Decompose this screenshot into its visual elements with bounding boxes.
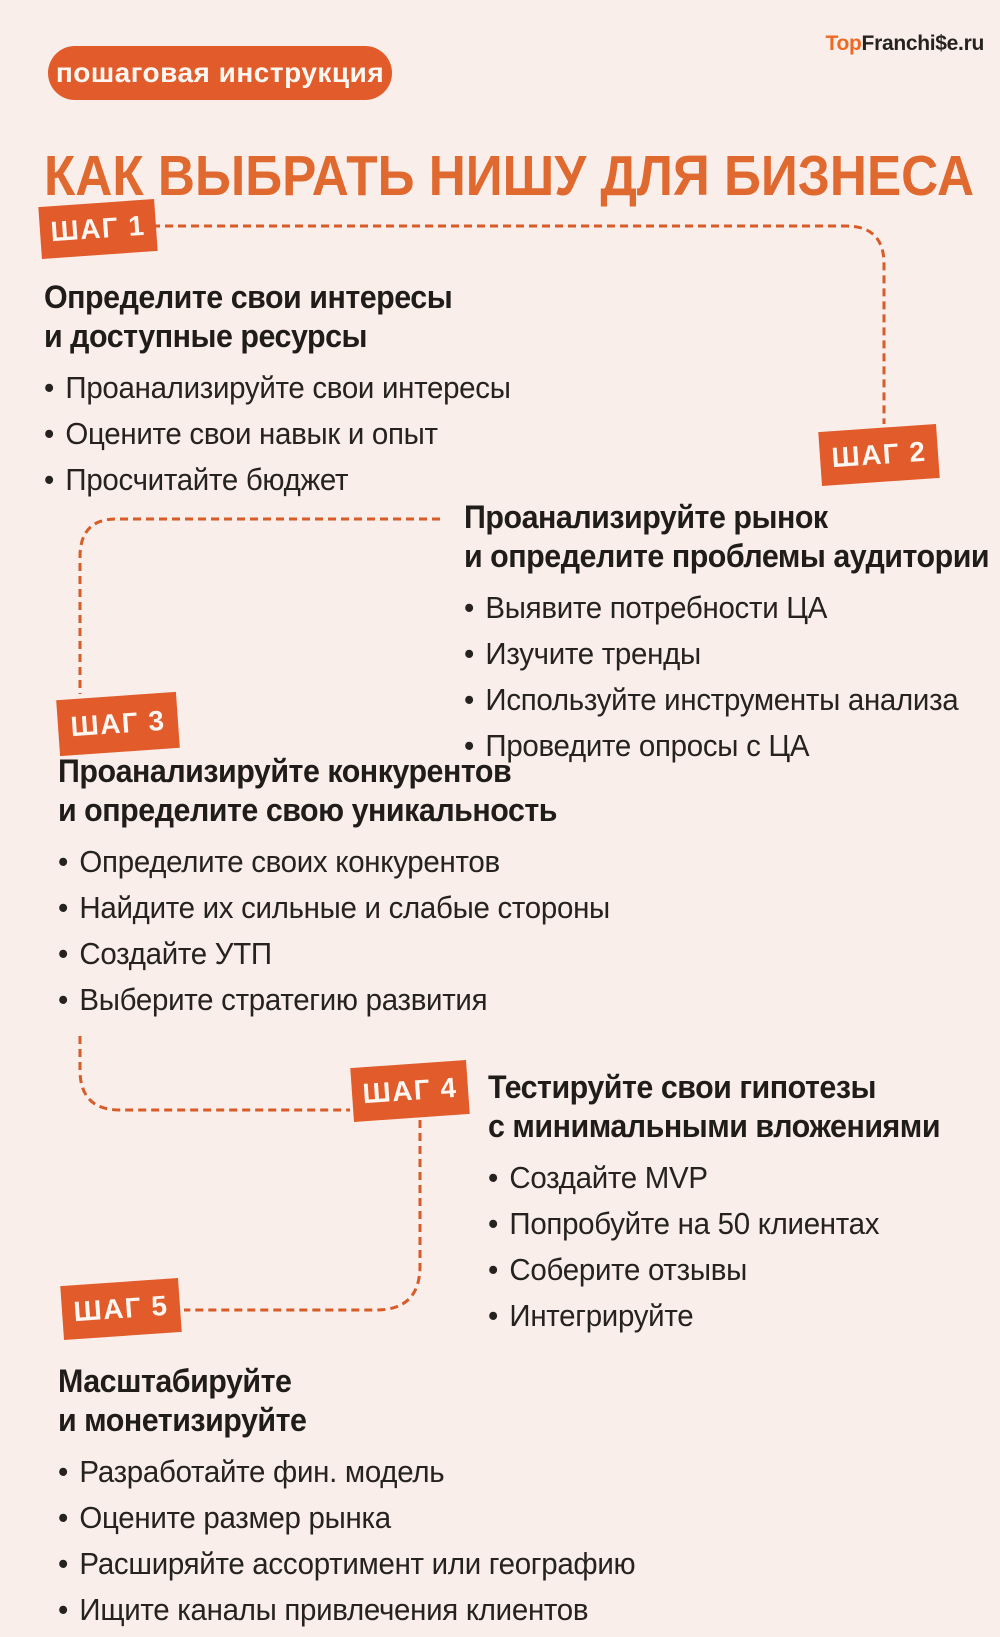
step-3-badge: ШАГ 3 [56, 691, 180, 757]
step-3-bullet-list: • Определите своих конкурентов • Найдите и… [58, 843, 610, 1018]
step-by-step-tag: пошаговая инструкция [48, 46, 392, 100]
step-4-title: Тестируйте свои гипотезы с минимальными … [488, 1068, 941, 1146]
bullet-item: • Оцените свои навык и опыт [44, 415, 511, 452]
bullet-dot: • [488, 1160, 499, 1195]
bullet-text: Создайте MVP [509, 1160, 708, 1195]
bullet-item: • Изучите тренды [464, 635, 989, 672]
bullet-item: • Попробуйте на 50 клиентах [488, 1205, 940, 1242]
bullet-item: • Просчитайте бюджет [44, 461, 511, 498]
connector-step3-step4 [78, 1036, 350, 1112]
bullet-dot: • [488, 1252, 499, 1287]
step-4-bullet-list: • Создайте MVP • Попробуйте на 50 клиентах… [488, 1159, 940, 1334]
brand-logo-top: Top [825, 32, 862, 55]
step-2-title-line2: и определите проблемы аудитории [464, 538, 990, 574]
bullet-text: Изучите тренды [485, 636, 701, 671]
connector-step4-step5 [184, 1120, 422, 1312]
bullet-text: Ищите каналы привлечения клиентов [79, 1592, 589, 1627]
brand-logo-franchise: Franchi$e.ru [861, 32, 985, 55]
step-1-title-line1: Определите свои интересы [44, 279, 453, 315]
step-2-badge: ШАГ 2 [818, 423, 940, 487]
bullet-item: • Найдите их сильные и слабые стороны [58, 889, 610, 926]
bullet-text: Оцените размер рынка [79, 1500, 391, 1535]
bullet-dot: • [488, 1206, 499, 1241]
bullet-item: • Создайте УТП [58, 935, 610, 972]
step-1-title: Определите свои интересы и доступные рес… [44, 278, 511, 356]
step-5-title-line1: Масштабируйте [58, 1363, 292, 1399]
section-step-4: Тестируйте свои гипотезы с минимальными … [488, 1068, 941, 1343]
bullet-dot: • [58, 1592, 69, 1627]
bullet-dot: • [58, 1500, 69, 1535]
bullet-item: • Используйте инструменты анализа [464, 681, 989, 718]
bullet-dot: • [464, 590, 475, 625]
bullet-item: • Соберите отзывы [488, 1251, 940, 1288]
bullet-text: Определите своих конкурентов [79, 844, 500, 879]
connector-step2-step3 [78, 517, 440, 694]
step-5-bullet-list: • Разработайте фин. модель • Оцените разме… [58, 1453, 636, 1628]
bullet-text: Выберите стратегию развития [79, 982, 488, 1017]
bullet-text: Разработайте фин. модель [79, 1454, 445, 1489]
bullet-dot: • [58, 982, 69, 1017]
bullet-item: • Создайте MVP [488, 1159, 940, 1196]
bullet-item: • Оцените размер рынка [58, 1499, 635, 1536]
step-4-badge: ШАГ 4 [350, 1060, 470, 1122]
bullet-dot: • [464, 728, 475, 763]
bullet-dot: • [58, 890, 69, 925]
bullet-item: • Ищите каналы привлечения клиентов [58, 1591, 635, 1628]
bullet-item: • Разработайте фин. модель [58, 1453, 635, 1490]
step-3-title-line1: Проанализируйте конкурентов [58, 753, 512, 789]
step-2-title: Проанализируйте рынок и определите пробл… [464, 498, 990, 576]
bullet-text: Проанализируйте свои интересы [65, 370, 511, 405]
step-5-title: Масштабируйте и монетизируйте [58, 1362, 635, 1440]
bullet-dot: • [464, 636, 475, 671]
section-step-2: Проанализируйте рынок и определите пробл… [464, 498, 990, 773]
step-1-title-line2: и доступные ресурсы [44, 318, 367, 354]
bullet-dot: • [488, 1298, 499, 1333]
step-3-title-line2: и определите свою уникальность [58, 792, 558, 828]
step-4-title-line1: Тестируйте свои гипотезы [488, 1069, 876, 1105]
bullet-dot: • [58, 1546, 69, 1581]
bullet-text: Соберите отзывы [509, 1252, 747, 1287]
brand-logo: TopFranchi$e.ru [825, 32, 985, 56]
bullet-dot: • [44, 462, 55, 497]
bullet-item: • Расширяйте ассортимент или географию [58, 1545, 636, 1582]
bullet-item: • Интегрируйте [488, 1297, 940, 1334]
bullet-text: Интегрируйте [509, 1298, 694, 1333]
section-step-1: Определите свои интересы и доступные рес… [44, 278, 511, 507]
bullet-item: • Проанализируйте свои интересы [44, 369, 511, 406]
bullet-dot: • [58, 1454, 69, 1489]
page-title: КАК ВЫБРАТЬ НИШУ ДЛЯ БИЗНЕСА [44, 144, 974, 209]
bullet-dot: • [464, 682, 475, 717]
bullet-text: Проведите опросы с ЦА [485, 728, 810, 763]
bullet-text: Оцените свои навык и опыт [65, 416, 438, 451]
bullet-text: Найдите их сильные и слабые стороны [79, 890, 610, 925]
section-step-3: Проанализируйте конкурентов и определите… [58, 752, 610, 1027]
bullet-text: Выявите потребности ЦА [485, 590, 828, 625]
bullet-text: Попробуйте на 50 клиентах [509, 1206, 880, 1241]
step-3-title: Проанализируйте конкурентов и определите… [58, 752, 610, 830]
step-2-bullet-list: •Выявите потребности ЦА •Изучите тренды … [464, 589, 989, 764]
step-4-title-line2: с минимальными вложениями [488, 1108, 941, 1144]
bullet-text: Используйте инструменты анализа [485, 682, 959, 717]
bullet-text: Просчитайте бюджет [65, 462, 349, 497]
bullet-text: Создайте УТП [79, 936, 272, 971]
section-step-5: Масштабируйте и монетизируйте • Разработа… [58, 1362, 636, 1637]
bullet-dot: • [44, 416, 55, 451]
bullet-item: • Определите своих конкурентов [58, 843, 610, 880]
bullet-item: • Проведите опросы с ЦА [464, 727, 989, 764]
bullet-text: Расширяйте ассортимент или географию [79, 1546, 636, 1581]
bullet-dot: • [58, 844, 69, 879]
step-1-badge: ШАГ 1 [38, 199, 158, 259]
step-2-title-line1: Проанализируйте рынок [464, 499, 828, 535]
bullet-item: • Выявите потребности ЦА [464, 589, 989, 626]
bullet-item: • Выберите стратегию развития [58, 981, 610, 1018]
step-5-badge: ШАГ 5 [60, 1277, 182, 1341]
step-5-title-line2: и монетизируйте [58, 1402, 307, 1438]
bullet-dot: • [58, 936, 69, 971]
bullet-dot: • [44, 370, 55, 405]
step-1-bullet-list: • Проанализируйте свои интересы • Оцените … [44, 369, 511, 498]
